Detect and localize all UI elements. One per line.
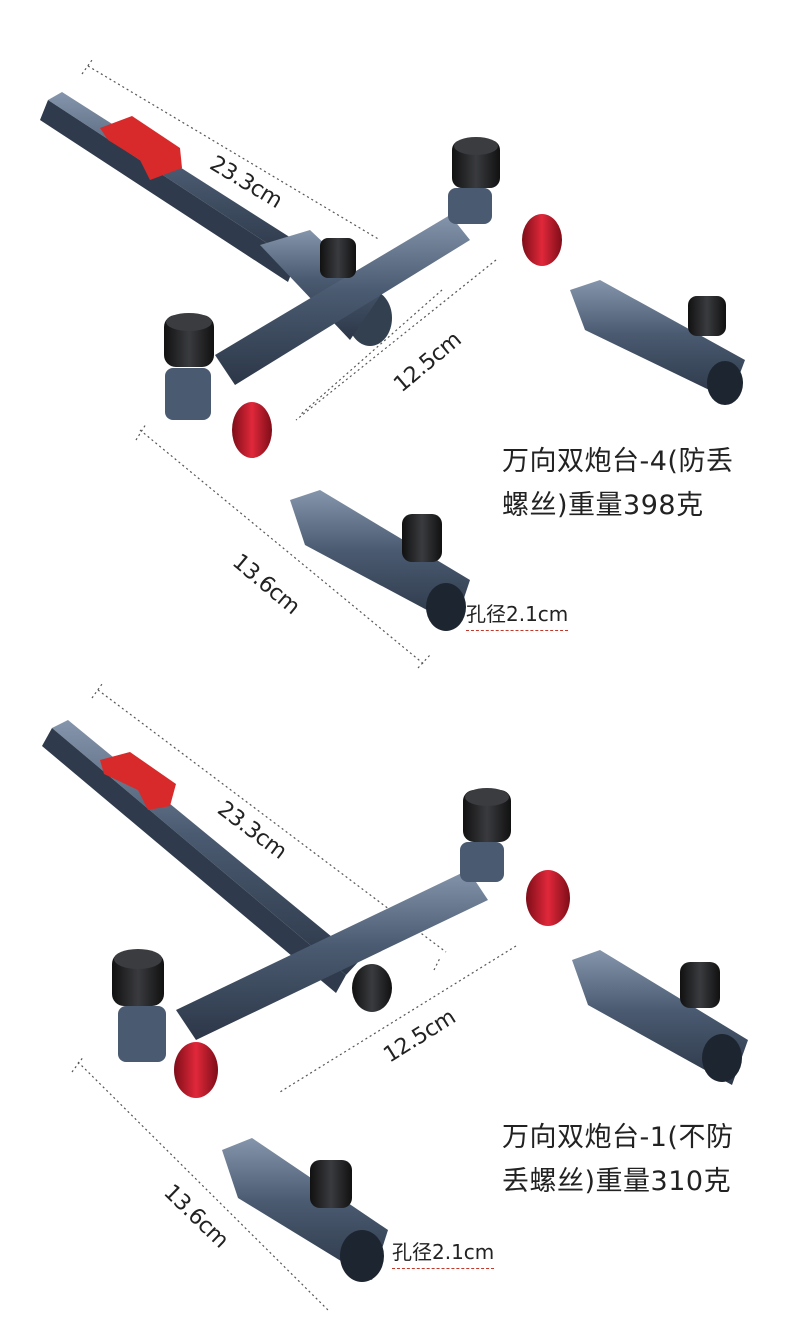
knob-icon: [320, 238, 356, 278]
bore-diameter-label-2: 孔径2.1cm: [392, 1236, 495, 1269]
red-tab-2: [100, 752, 176, 810]
caption-line: 万向双炮台-4(防丢: [502, 446, 734, 477]
knob-icon: [688, 296, 726, 336]
red-locking-ring-1b: [232, 402, 272, 458]
cross-bar-1: [215, 215, 470, 385]
dimension-lines-2: [71, 683, 517, 1313]
knob-icon: [402, 514, 442, 562]
knob-icon: [310, 1160, 352, 1208]
red-locking-ring-2a: [526, 870, 570, 926]
caption-line: 螺丝)重量398克: [502, 490, 704, 521]
mount-assembly-2: [42, 683, 748, 1313]
knob-icon: [680, 962, 720, 1008]
red-tab-1: [100, 116, 182, 180]
mount-assembly-1: [40, 59, 745, 669]
cross-bar-2: [176, 870, 488, 1040]
product-caption-1: 万向双炮台-4(防丢 螺丝)重量398克: [502, 440, 733, 528]
caption-line: 万向双炮台-1(不防: [502, 1122, 734, 1153]
left-tube-1: [290, 490, 470, 625]
red-locking-ring-2b: [174, 1042, 218, 1098]
right-tube-1: [570, 280, 745, 400]
product-caption-2: 万向双炮台-1(不防 丢螺丝)重量310克: [502, 1116, 733, 1204]
dimension-lines-1: [81, 59, 497, 669]
caption-line: 丢螺丝)重量310克: [502, 1166, 732, 1197]
bore-diameter-label-1: 孔径2.1cm: [466, 598, 569, 631]
red-locking-ring-1a: [522, 214, 562, 266]
long-arm-bar-1: [48, 92, 310, 262]
long-arm-bar-2: [52, 720, 360, 975]
